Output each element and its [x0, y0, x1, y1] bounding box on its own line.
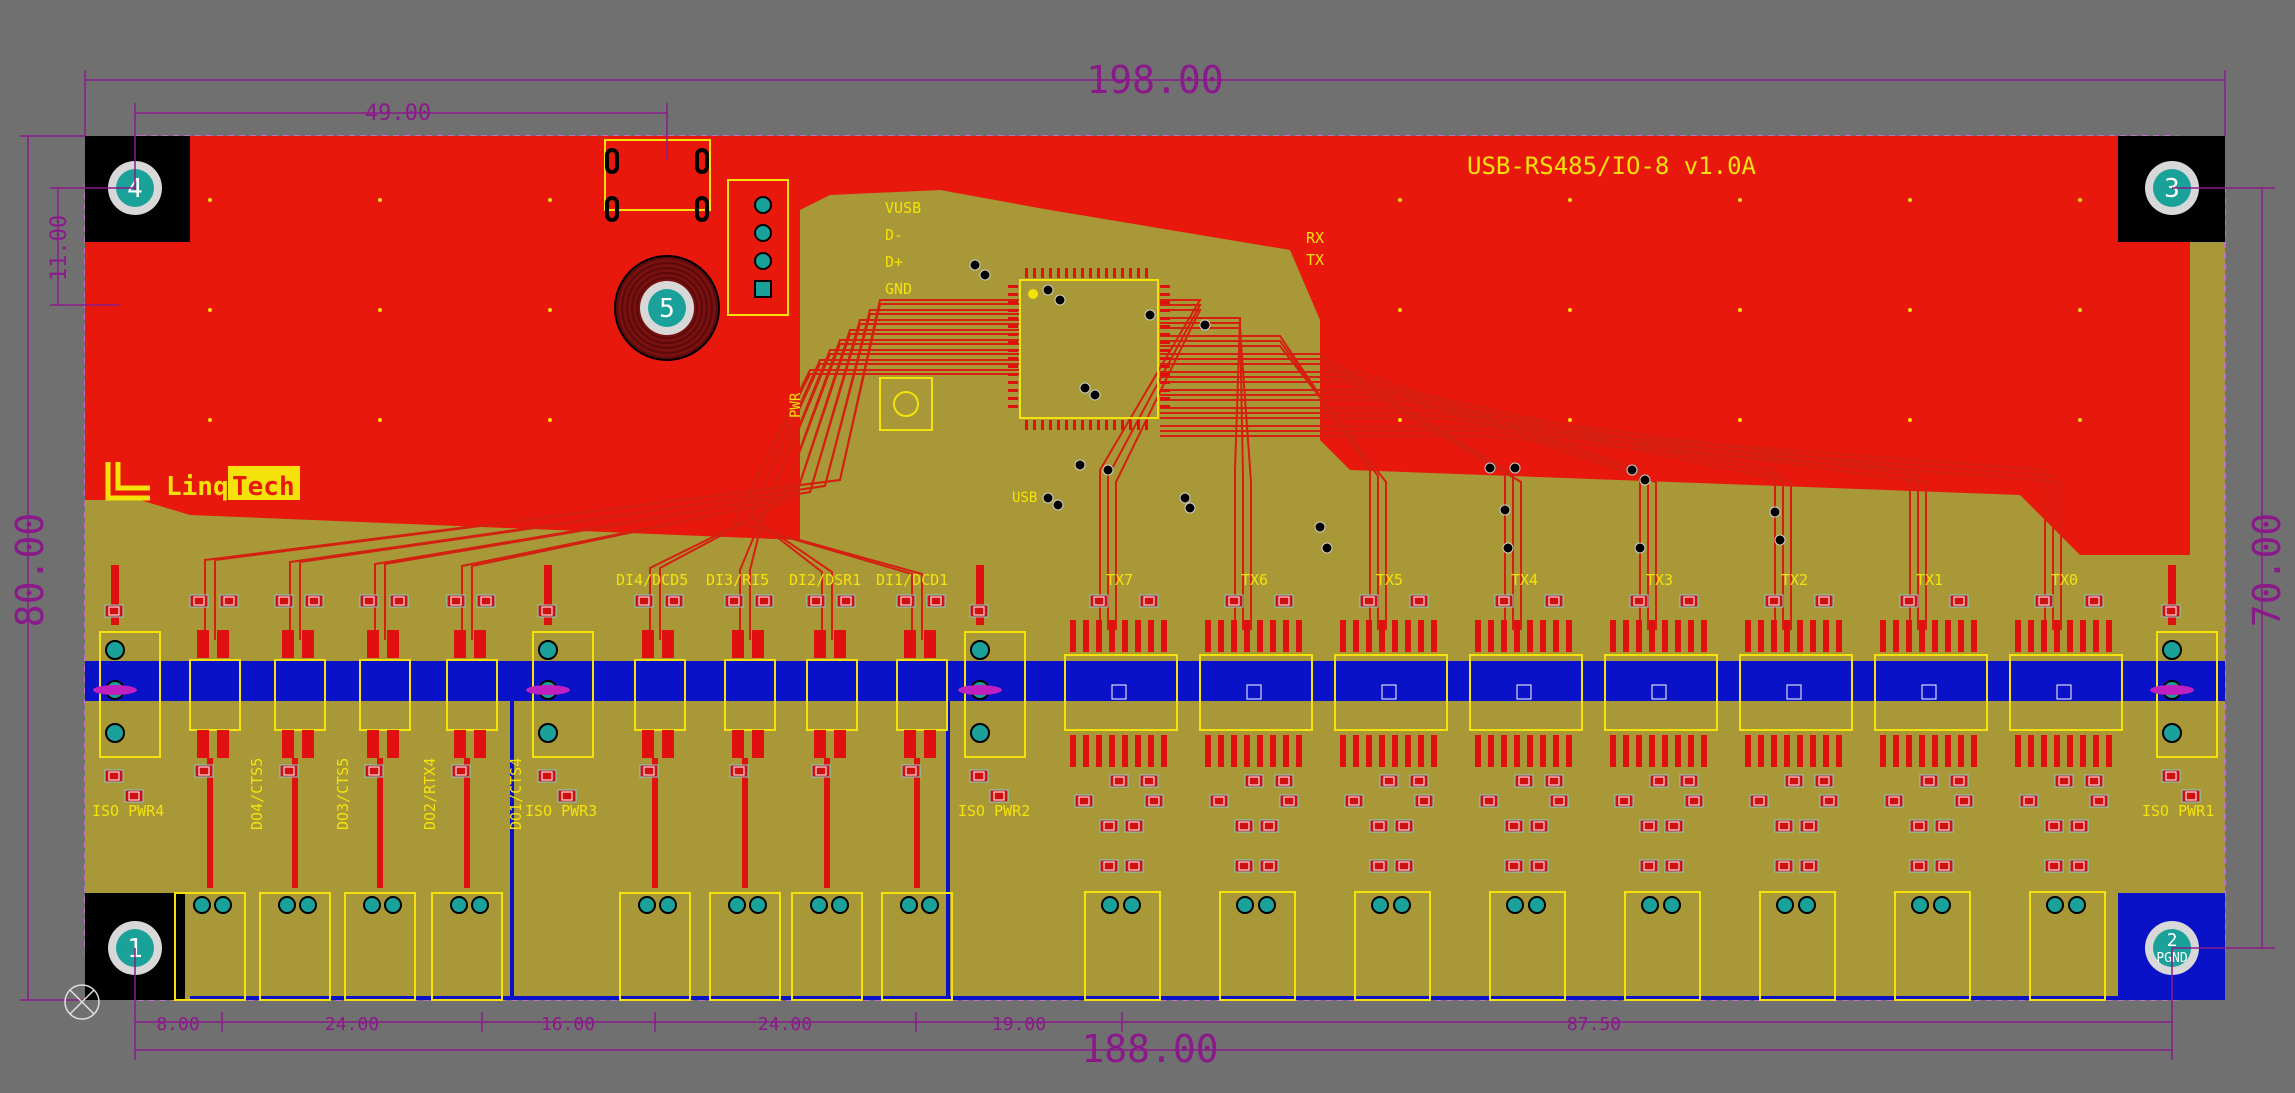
iso-pwr4-label: ISO PWR4	[92, 802, 164, 820]
dim-bottom-5: 87.50	[1567, 1014, 1621, 1035]
di1-label: DI1/DCD1	[876, 571, 948, 589]
dim-top-offset: 49.00	[365, 101, 431, 126]
iso-pwr2-label: ISO PWR2	[958, 802, 1030, 820]
dim-bottom-3: 24.00	[758, 1014, 812, 1035]
dim-hole-offset: 11.00	[47, 215, 72, 281]
tx1-label: TX1	[1916, 571, 1943, 589]
tx5-label: TX5	[1376, 571, 1403, 589]
iso-pwr1-label: ISO PWR1	[2142, 802, 2214, 820]
mount-hole-label: 3	[2164, 174, 2180, 204]
tx3-label: TX3	[1646, 571, 1673, 589]
dim-board-height: 80.00	[8, 513, 52, 627]
bottom-copper-stripe	[85, 661, 2225, 701]
tx4-label: TX4	[1511, 571, 1538, 589]
mount-hole-5-icon: 5	[640, 281, 694, 335]
usb-led-label: USB	[1012, 490, 1037, 506]
board-title: USB-RS485/IO-8 v1.0A	[1467, 152, 1757, 180]
di2-label: DI2/DSR1	[789, 571, 861, 589]
di3-label: DI3/RI5	[706, 571, 769, 589]
uart-tx-label: TX	[1306, 251, 1324, 269]
do1-label: DO1/CTS4	[507, 758, 525, 830]
iso-pwr3-label: ISO PWR3	[525, 802, 597, 820]
dimension-lines	[20, 70, 2275, 1060]
usb-pin-vusb-label: VUSB	[885, 199, 921, 217]
logo-linq: Linq	[166, 472, 229, 502]
dim-inner-width: 188.00	[1081, 1027, 1218, 1071]
usb-connector	[604, 139, 789, 316]
pwr-led-label: PWR	[788, 392, 804, 418]
logo-tech: Tech	[232, 472, 295, 502]
mount-hole-label: 5	[659, 294, 675, 324]
usb-pin-gnd-label: GND	[885, 280, 912, 298]
tx0-label: TX0	[2051, 571, 2078, 589]
do2-label: DO2/RTX4	[421, 758, 439, 830]
di4-label: DI4/DCD5	[616, 571, 688, 589]
reset-button	[879, 377, 933, 431]
dim-board-width: 198.00	[1086, 58, 1223, 102]
dim-bottom-0: 8.00	[156, 1014, 199, 1035]
usb-pin-dminus-label: D-	[885, 226, 903, 244]
mount-hole-label: 2	[2167, 930, 2178, 951]
linqtech-logo: Linq Tech	[105, 462, 300, 502]
tx2-label: TX2	[1781, 571, 1808, 589]
origin-marker-icon	[64, 984, 100, 1020]
tx7-label: TX7	[1106, 571, 1133, 589]
dim-inner-height: 70.00	[2245, 513, 2289, 627]
components	[93, 198, 2218, 1001]
dim-bottom-4: 19.00	[992, 1014, 1046, 1035]
do3-label: DO3/CTS5	[334, 758, 352, 830]
tx6-label: TX6	[1241, 571, 1268, 589]
uart-rx-label: RX	[1306, 229, 1324, 247]
dim-bottom-2: 16.00	[541, 1014, 595, 1035]
usb-pin-dplus-label: D+	[885, 253, 903, 271]
do4-label: DO4/CTS5	[248, 758, 266, 830]
dim-bottom-1: 24.00	[325, 1014, 379, 1035]
board-substrate	[84, 135, 2226, 1001]
mcu-chip	[1008, 268, 1170, 430]
